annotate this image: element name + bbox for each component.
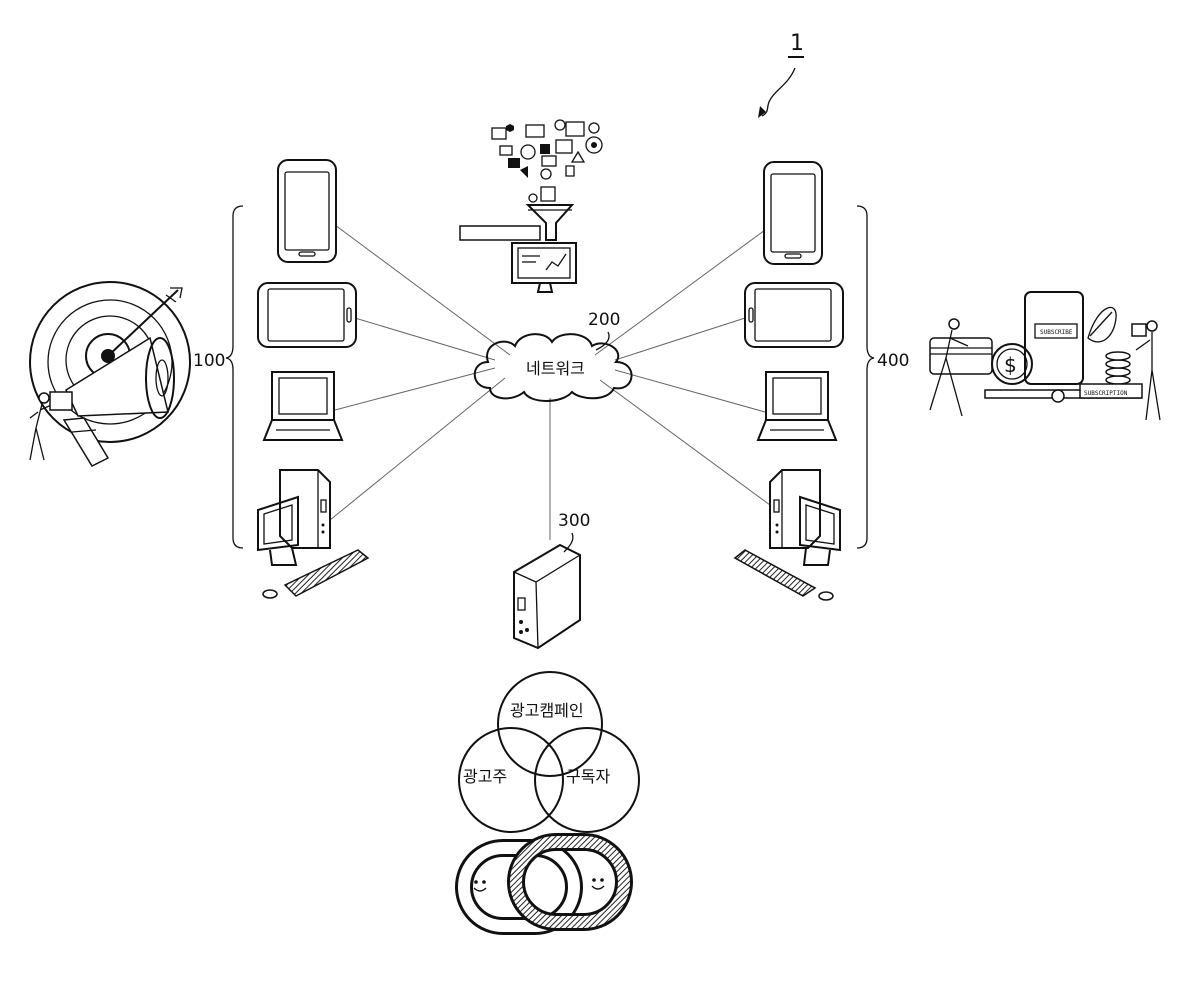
subscriber-brace xyxy=(857,206,874,548)
ad-content-illustration xyxy=(460,120,602,292)
figure-reference: 1 xyxy=(758,31,804,118)
chain-link-icon xyxy=(464,842,624,926)
advertiser-brace xyxy=(226,206,243,548)
venn-label-ad-campaign: 광고캠페인 xyxy=(510,701,584,720)
subscriber-devices-label: 400 xyxy=(877,351,909,371)
left-laptop-icon xyxy=(264,372,342,440)
right-laptop-icon xyxy=(758,372,836,440)
server-icon: 300 xyxy=(514,511,590,648)
left-desktop-icon xyxy=(258,470,368,598)
right-desktop-icon xyxy=(735,470,840,600)
network-label: 네트워크 xyxy=(526,359,585,378)
left-tablet-icon xyxy=(258,283,356,347)
subscription-tag-label: SUBSCRIPTION xyxy=(1084,390,1128,397)
currency-symbol: $ xyxy=(1004,353,1017,377)
venn-label-advertiser: 광고주 xyxy=(463,767,507,786)
subscribe-card-label: SUBSCRIBE xyxy=(1040,329,1073,336)
subscription-illustration: SUBSCRIBE $ SUBSCRIPTION xyxy=(930,292,1160,420)
advertiser-devices-label: 100 xyxy=(193,351,225,371)
network-cloud: 네트워크 200 xyxy=(475,310,632,401)
left-smartphone-icon xyxy=(278,160,336,262)
venn-diagram: 광고캠페인 광고주 구독자 xyxy=(459,672,639,832)
figure-ref-label: 1 xyxy=(790,31,804,56)
right-smartphone-icon xyxy=(764,162,822,264)
subscriber-devices xyxy=(735,162,843,600)
marketing-target-illustration xyxy=(30,282,190,466)
connection-lines xyxy=(330,225,770,540)
venn-label-subscriber: 구독자 xyxy=(566,767,610,786)
network-ref-label: 200 xyxy=(588,310,620,330)
advertiser-devices xyxy=(258,160,368,598)
server-ref-label: 300 xyxy=(558,511,590,531)
right-tablet-icon xyxy=(745,283,843,347)
